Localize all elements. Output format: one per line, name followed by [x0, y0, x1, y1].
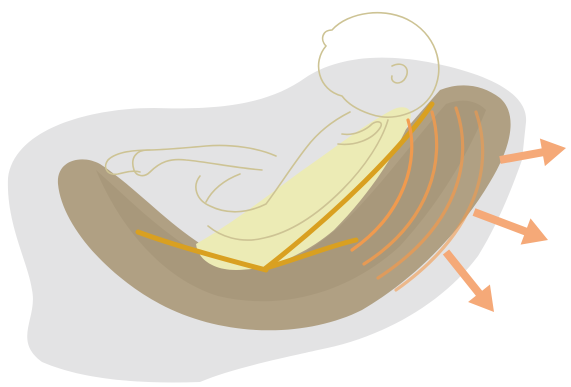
baby-seat-diagram: [0, 0, 571, 387]
baby-seat-illustration: [0, 0, 571, 387]
